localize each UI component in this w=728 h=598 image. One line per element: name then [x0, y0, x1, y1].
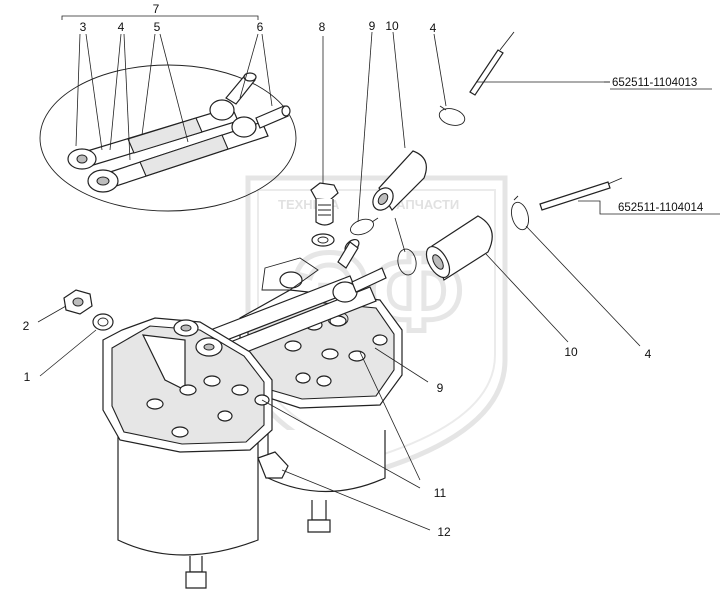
hose-10-lower	[425, 215, 569, 343]
callouts: 7 3 4 5 6 8 9 10 4 2 1 9 11 12 10 4	[23, 2, 652, 539]
inset-fuel-line-upper	[67, 72, 257, 170]
washer-1	[39, 313, 114, 377]
callout-4-top: 4	[430, 21, 437, 35]
bracket-7	[61, 15, 259, 20]
washer-under-bolt	[311, 233, 335, 247]
callout-6: 6	[257, 20, 264, 34]
inset-fuel-line-lower	[87, 105, 291, 193]
callout-3: 3	[80, 20, 87, 34]
nut-2	[37, 289, 93, 323]
callout-4: 4	[118, 20, 125, 34]
watermark-text-right: ЗАПЧАСТИ	[388, 197, 459, 212]
callout-1: 1	[24, 370, 31, 384]
fuel-lines-main	[199, 238, 387, 365]
rod-652511-1104014	[539, 177, 720, 215]
callout-10-top: 10	[385, 19, 399, 33]
callout-2: 2	[23, 319, 30, 333]
clamp-9-upper	[350, 31, 379, 236]
fitting-12	[257, 451, 431, 531]
bolt-8	[310, 36, 339, 226]
callout-11: 11	[434, 486, 447, 500]
clamp-4-right	[511, 195, 641, 347]
callout-12: 12	[437, 525, 451, 539]
hose-10-upper	[372, 31, 427, 211]
clamp-9-lower	[397, 248, 417, 276]
callout-9-top: 9	[369, 19, 376, 33]
part-number-top: 652511-1104013	[612, 77, 697, 89]
callout-10-bottom: 10	[564, 345, 578, 359]
part-number-right: 652511-1104014	[618, 202, 704, 214]
callout-7: 7	[153, 2, 160, 16]
callout-8: 8	[319, 20, 326, 34]
callout-9-bottom: 9	[437, 381, 444, 395]
callout-5: 5	[154, 20, 161, 34]
clamp-4-top	[433, 33, 466, 126]
rod-652511-1104013	[469, 31, 610, 96]
callout-4-right: 4	[645, 347, 652, 361]
filter-front	[102, 317, 273, 589]
inset-detail-7	[39, 15, 297, 212]
